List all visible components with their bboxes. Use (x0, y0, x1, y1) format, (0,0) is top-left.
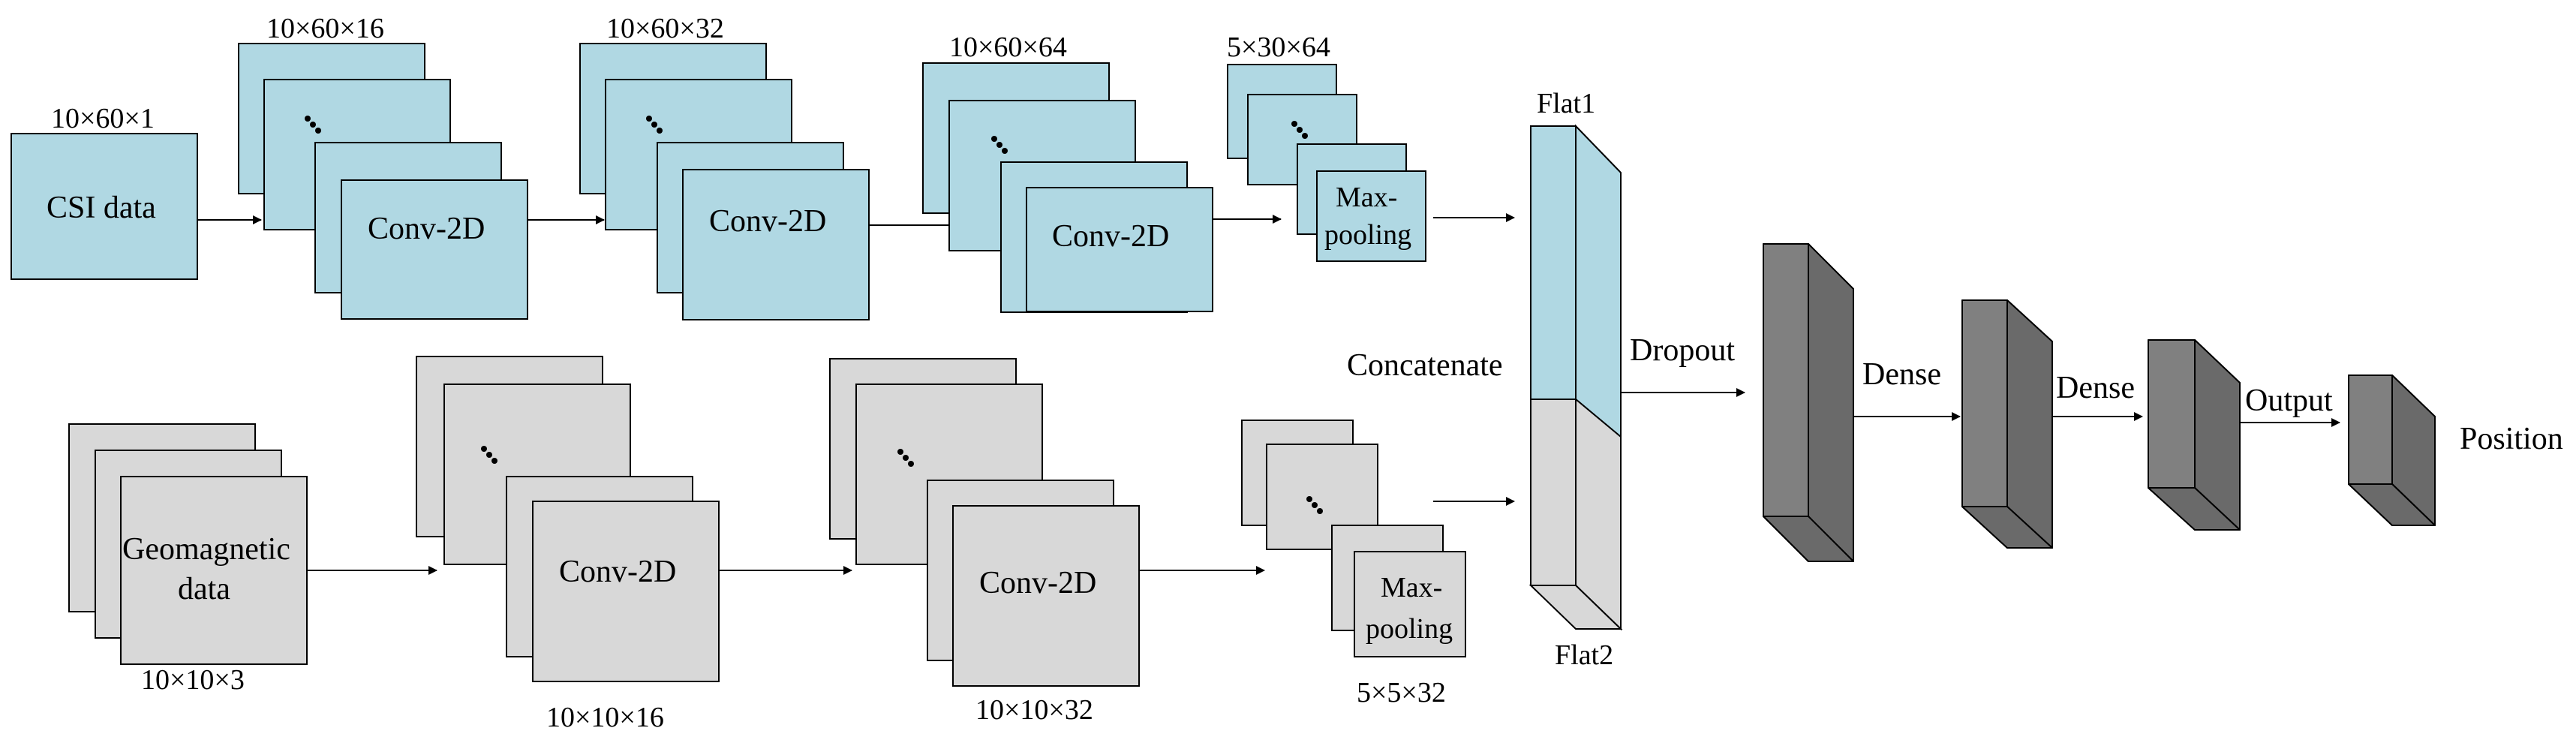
dense1-label: Dense (1862, 357, 1941, 392)
csi-branch: 10×60×1 CSI data 10×60×16 Conv-2D 10×60×… (11, 13, 1515, 320)
geo-pool-label-2: pooling (1366, 613, 1453, 645)
csi-input-dims: 10×60×1 (51, 103, 155, 134)
dense-block-1 (1763, 243, 1854, 562)
geo-conv1-label: Conv-2D (559, 555, 676, 589)
flat2-label: Flat2 (1555, 639, 1613, 671)
output-block (2348, 375, 2436, 526)
position-label: Position (2460, 422, 2563, 456)
geo-input-label-1: Geomagnetic (122, 532, 290, 567)
geo-input-stack (68, 423, 308, 665)
geo-input-label-2: data (178, 572, 230, 606)
csi-pool-stack (1227, 64, 1426, 262)
csi-conv1-dims: 10×60×16 (266, 13, 384, 44)
geo-conv1-stack (416, 356, 720, 682)
csi-pool-dims: 5×30×64 (1227, 32, 1330, 63)
geo-conv2-stack (829, 358, 1140, 687)
geo-pool-dims: 5×5×32 (1357, 677, 1446, 708)
dense-block-3 (2148, 339, 2241, 531)
geo-conv1-dims: 10×10×16 (546, 702, 664, 733)
csi-conv1-label: Conv-2D (368, 212, 485, 246)
dense-block-2 (1961, 299, 2053, 549)
dropout-label: Dropout (1630, 333, 1735, 368)
csi-conv3-label: Conv-2D (1052, 219, 1169, 254)
csi-input-label: CSI data (47, 191, 156, 225)
geo-conv2-label: Conv-2D (979, 566, 1096, 600)
geo-pool-stack (1241, 420, 1466, 657)
geo-pool-label-1: Max- (1381, 572, 1442, 603)
csi-pool-label-2: pooling (1324, 219, 1411, 251)
csi-pool-label-1: Max- (1336, 182, 1397, 213)
merge-path: Flat1 Flat2 Concatenate Dropout Dense De… (1347, 88, 2563, 671)
concatenate-label: Concatenate (1347, 348, 1503, 383)
flat1-label: Flat1 (1537, 88, 1595, 119)
dense2-label: Dense (2056, 371, 2135, 405)
geo-branch: Geomagnetic data 10×10×3 Conv-2D 10×10×1… (68, 356, 1515, 733)
output-label: Output (2245, 384, 2333, 418)
csi-conv3-stack (922, 62, 1213, 313)
geo-input-dims: 10×10×3 (141, 664, 245, 696)
csi-conv1-stack (238, 43, 528, 320)
csi-conv2-label: Conv-2D (709, 204, 826, 239)
csi-input-block (11, 133, 198, 280)
csi-conv2-dims: 10×60×32 (606, 13, 724, 44)
flat-column (1528, 124, 1623, 631)
geo-conv2-dims: 10×10×32 (975, 694, 1093, 726)
csi-conv2-stack (579, 43, 870, 320)
csi-conv3-dims: 10×60×64 (949, 32, 1067, 63)
